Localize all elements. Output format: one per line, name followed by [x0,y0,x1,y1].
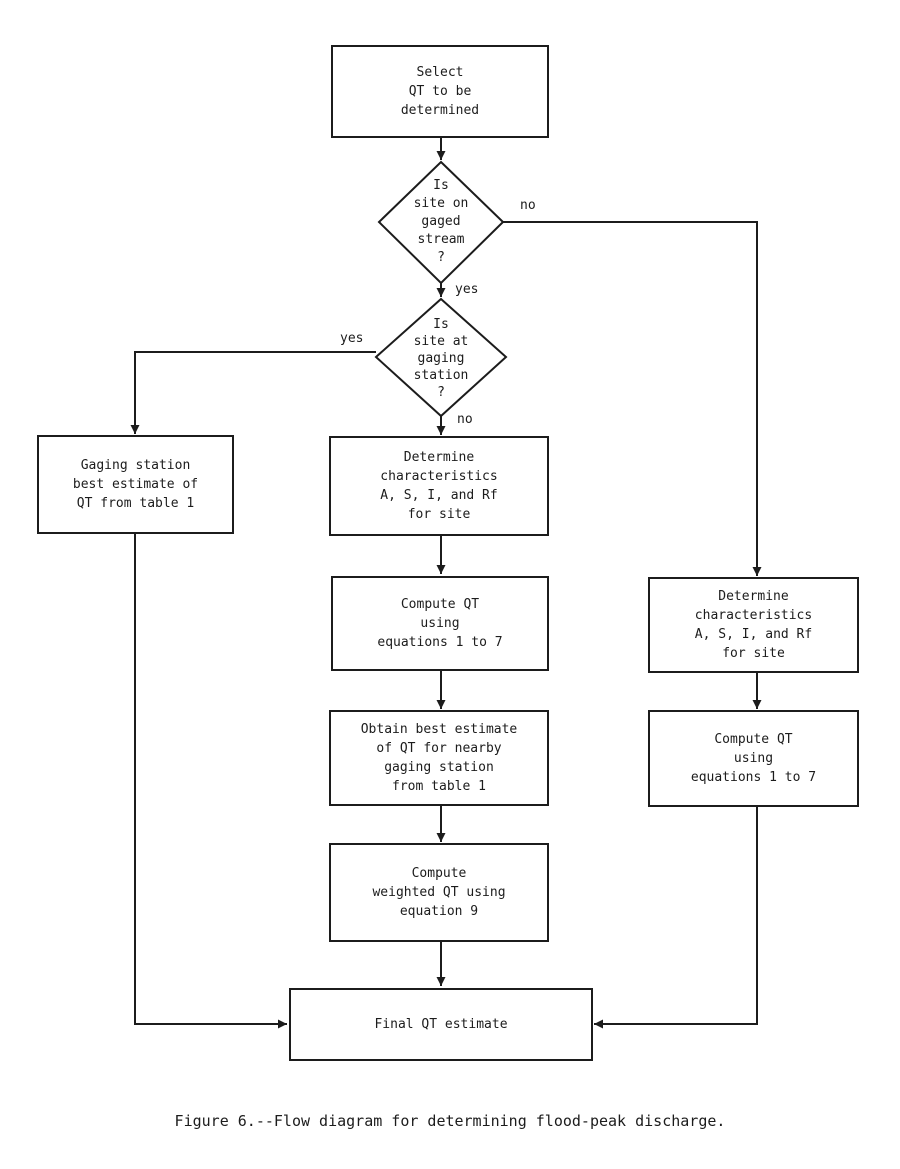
select-qt-box: Select QT to be determined [331,45,549,138]
decision-gaging-station-text: Is site at gaging station ? [413,316,469,400]
branch-label-yes-gaged: yes [455,282,479,297]
branch-label-yes-station: yes [340,331,364,346]
gaging-station-estimate-box: Gaging station best estimate of QT from … [37,435,234,534]
compute-weighted-box: Compute weighted QT using equation 9 [329,843,549,942]
compute-qt-right-box: Compute QT using equations 1 to 7 [648,710,859,807]
connector-station-yes [130,351,376,434]
connector-gaged-no [503,221,762,576]
obtain-best-estimate-box: Obtain best estimate of QT for nearby ga… [329,710,549,806]
determine-characteristics-center-box: Determine characteristics A, S, I, and R… [329,436,549,536]
branch-label-no-station: no [457,412,473,427]
decision-gaged-stream-text: Is site on gaged stream ? [413,178,469,265]
determine-characteristics-right-box: Determine characteristics A, S, I, and R… [648,577,859,673]
connector-left-to-final [134,533,287,1029]
figure-caption: Figure 6.--Flow diagram for determining … [174,1112,726,1130]
final-qt-estimate-box: Final QT estimate [289,988,593,1061]
branch-label-no-gaged: no [520,198,536,213]
connector-right-to-final [594,806,758,1029]
compute-qt-center-box: Compute QT using equations 1 to 7 [331,576,549,671]
